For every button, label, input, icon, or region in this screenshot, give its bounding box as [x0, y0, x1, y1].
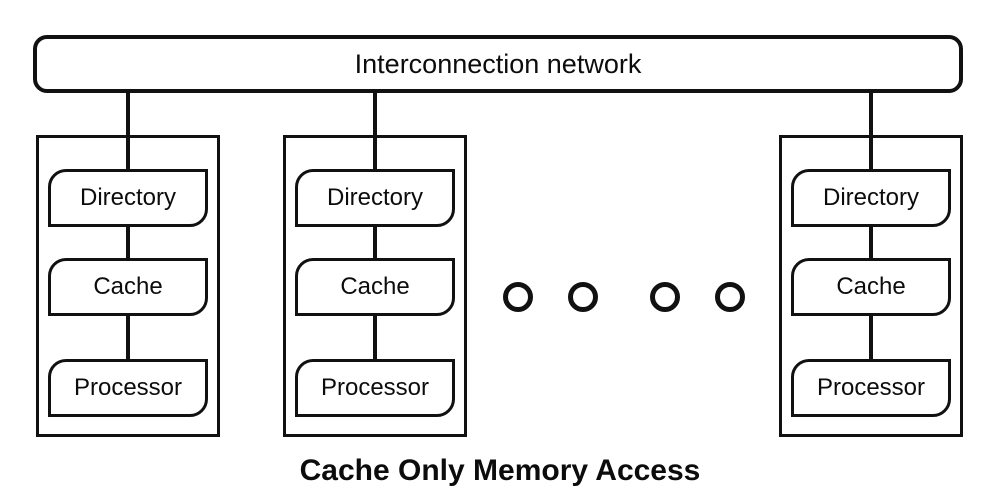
- interconnection-network-box: Interconnection network: [33, 35, 963, 93]
- cache-box: Cache: [48, 258, 208, 316]
- ellipsis-dot-icon: [650, 282, 680, 312]
- ellipsis-dot-icon: [568, 282, 598, 312]
- ellipsis-dot-icon: [503, 282, 533, 312]
- ellipsis-dot-icon: [715, 282, 745, 312]
- processor-box: Processor: [295, 359, 455, 417]
- cache-label: Cache: [340, 273, 410, 300]
- cache-box: Cache: [295, 258, 455, 316]
- processor-label: Processor: [73, 374, 183, 401]
- node-group-left: Directory Cache Processor: [36, 135, 220, 437]
- cache-label: Cache: [836, 273, 906, 300]
- processor-label: Processor: [816, 374, 926, 401]
- processor-box: Processor: [48, 359, 208, 417]
- processor-box: Processor: [791, 359, 951, 417]
- interconnection-network-label: Interconnection network: [354, 48, 642, 79]
- node-group-middle: Directory Cache Processor: [283, 135, 467, 437]
- directory-label: Directory: [822, 184, 919, 211]
- node-group-right: Directory Cache Processor: [779, 135, 963, 437]
- directory-box: Directory: [48, 169, 208, 227]
- processor-label: Processor: [320, 374, 430, 401]
- directory-box: Directory: [295, 169, 455, 227]
- cache-box: Cache: [791, 258, 951, 316]
- directory-label: Directory: [326, 184, 423, 211]
- cache-label: Cache: [93, 273, 163, 300]
- directory-label: Directory: [79, 184, 176, 211]
- directory-box: Directory: [791, 169, 951, 227]
- diagram-title: Cache Only Memory Access: [299, 454, 701, 487]
